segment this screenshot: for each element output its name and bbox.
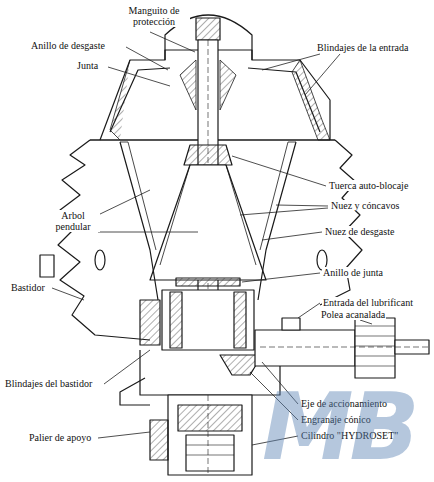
part-label: Manguito de protección [118,5,190,27]
part-label: Palier de apoyo [28,432,92,443]
part-label: Tuerca auto-blocaje [328,180,409,191]
part-label: Nuez y cóncavos [330,200,400,211]
part-label: Bastidor [10,282,46,293]
part-label: Anillo de desgaste [30,40,106,51]
watermark: MB [262,382,416,474]
part-label: Anillo de junta [322,267,384,278]
part-label: Polea acanalada [320,309,386,320]
part-label: Blindajes de la entrada [316,42,409,53]
part-label: Junta [76,60,99,71]
part-label: Nuez de desgaste [324,226,395,237]
part-label: Entrada del lubrificant [322,297,414,308]
part-label: Arbol pendular [46,210,100,232]
part-label: Blindajes del bastidor [4,378,93,389]
